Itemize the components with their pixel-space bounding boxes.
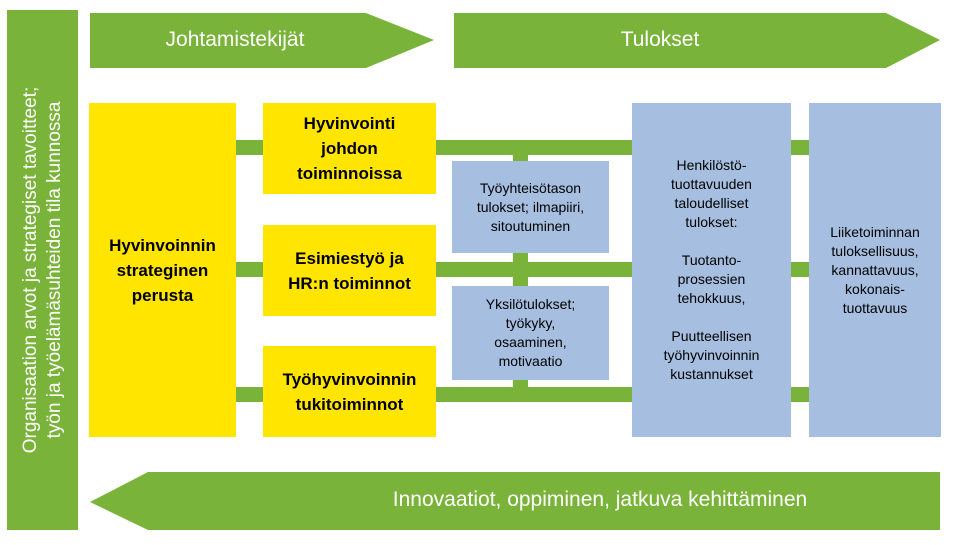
community-line-2: tulokset; ilmapiiri, xyxy=(476,198,585,215)
hr-finance-line-2: tuottavuuden xyxy=(671,176,752,192)
hr-finance-line-12: kustannukset xyxy=(670,366,753,382)
business-line-5: tuottavuus xyxy=(842,299,908,316)
results-arrow xyxy=(454,13,940,68)
leadership-factors-arrow xyxy=(90,13,434,68)
foundation-line-3: perusta xyxy=(131,285,194,305)
hr-finance-line-3: taloudelliset xyxy=(674,195,749,211)
hr-finance-line-4: tulokset: xyxy=(685,214,738,230)
community-results-box: Työyhteisötason tulokset; ilmapiiri, sit… xyxy=(452,161,609,253)
community-line-3: sitoutuminen xyxy=(490,217,571,234)
individual-line-4: motivaatio xyxy=(498,353,563,369)
hr-finance-line-8: tehokkuus, xyxy=(677,290,746,306)
business-line-2: tuloksellisuus, xyxy=(831,242,919,259)
supervisor-line-1: Esimiestyö ja xyxy=(295,248,404,268)
individual-line-3: osaaminen, xyxy=(494,334,567,350)
business-results-box: Liiketoiminnan tuloksellisuus, kannattav… xyxy=(809,103,941,437)
community-line-1: Työyhteisötason xyxy=(479,179,582,196)
support-line-1: Työhyvinvoinnin xyxy=(282,369,417,389)
individual-line-1: Yksilötulokset; xyxy=(485,296,576,312)
individual-line-2: työkyky, xyxy=(505,315,556,331)
business-line-4: kokonais- xyxy=(845,280,905,297)
support-line-2: tukitoiminnot xyxy=(295,394,404,414)
hr-financial-results-box: Henkilöstö- tuottavuuden taloudelliset t… xyxy=(632,103,791,437)
leadership-line-2: johdon xyxy=(321,139,378,158)
individual-results-box: Yksilötulokset; työkyky, osaaminen, moti… xyxy=(452,286,609,380)
strategic-foundation-box: Hyvinvoinnin strateginen perusta xyxy=(89,103,236,437)
hr-finance-line-6: Tuotanto- xyxy=(681,252,742,268)
support-functions-box: Työhyvinvoinnin tukitoiminnot xyxy=(263,346,436,437)
supervisor-line-2: HR:n toiminnot xyxy=(288,273,411,293)
supervisor-hr-box: Esimiestyö ja HR:n toiminnot xyxy=(263,225,436,316)
innovation-label: Innovaatiot, oppiminen, jatkuva kehittäm… xyxy=(392,488,808,511)
foundation-line-2: strateginen xyxy=(116,260,209,280)
business-line-3: kannattavuus, xyxy=(831,261,919,278)
hr-finance-spacer-2 xyxy=(664,308,760,327)
hr-finance-spacer-1 xyxy=(664,232,760,251)
hr-finance-line-10: Puutteellisen xyxy=(671,328,752,344)
foundation-line-1: Hyvinvoinnin xyxy=(109,235,216,255)
hr-finance-line-7: prosessien xyxy=(677,271,746,287)
results-label: Tulokset xyxy=(620,28,700,51)
leadership-line-3: toiminnoissa xyxy=(297,164,402,183)
leadership-line-1: Hyvinvointi xyxy=(303,114,396,133)
hr-finance-line-11: työhyvinvoinnin xyxy=(663,347,760,363)
strategy-side-bar: Organisaation arvot ja strategiset tavoi… xyxy=(7,10,78,530)
business-line-1: Liiketoiminnan xyxy=(830,223,920,240)
innovation-arrow xyxy=(90,472,940,530)
leadership-wellbeing-box: Hyvinvointi johdon toiminnoissa xyxy=(263,103,436,194)
hr-finance-line-1: Henkilöstö- xyxy=(676,157,747,173)
leadership-factors-label: Johtamistekijät xyxy=(165,28,305,51)
